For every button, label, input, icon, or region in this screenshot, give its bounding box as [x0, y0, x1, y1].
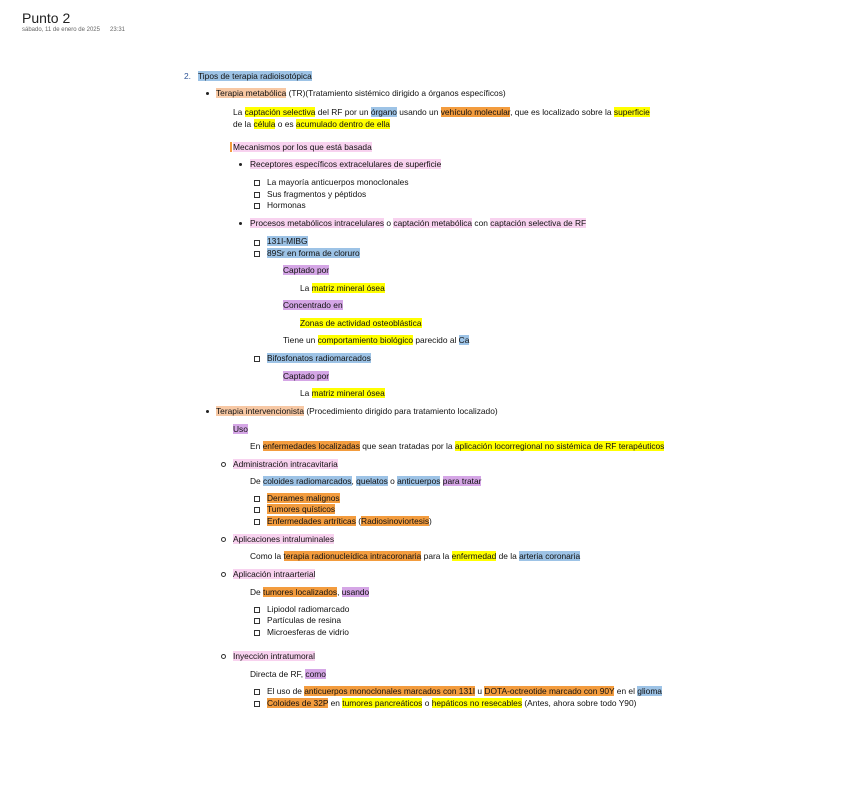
list-item: Microesferas de vidrio	[267, 627, 349, 637]
line-captado: Captado por	[283, 265, 330, 275]
line-terapia-intervencionista: Terapia intervencionista (Procedimiento …	[216, 406, 498, 416]
line-enfermedades: En enfermedades localizadas que sean tra…	[250, 441, 665, 451]
list-item: 131I-MIBG	[267, 236, 308, 246]
line-procesos: Procesos metabólicos intracelulares o ca…	[250, 218, 587, 228]
list-item: Enfermedades artríticas (Radiosinoviorte…	[267, 516, 432, 526]
checkbox-icon	[254, 689, 260, 695]
list-item: 89Sr en forma de cloruro	[267, 248, 360, 258]
line-coloides: De coloides radiomarcados, quelatos o an…	[250, 476, 482, 486]
bullet-dot	[239, 163, 242, 166]
line-uso: Uso	[233, 424, 248, 434]
line-matriz: La matriz mineral ósea	[300, 388, 385, 398]
bullet-circle	[221, 537, 226, 542]
section-heading: Tipos de terapia radioisotópica	[198, 71, 312, 81]
list-item: Tumores quísticos	[267, 504, 336, 514]
checkbox-icon	[254, 192, 260, 198]
line-captado: Captado por	[283, 371, 330, 381]
list-item: Partículas de resina	[267, 615, 342, 625]
page-time: 23:31	[110, 27, 126, 33]
checkbox-icon	[254, 618, 260, 624]
list-item: Bifosfonatos radiomarcados	[267, 353, 371, 363]
line-celula: de la célula o es acumulado dentro de el…	[233, 119, 390, 129]
checkbox-icon	[254, 701, 260, 707]
list-item: La mayoría anticuerpos monoclonales	[267, 177, 409, 187]
line-matriz: La matriz mineral ósea	[300, 283, 385, 293]
line-receptores: Receptores específicos extracelulares de…	[250, 159, 442, 169]
list-item: Sus fragmentos y péptidos	[267, 189, 367, 199]
bullet-dot	[206, 92, 209, 95]
line-terapia-metabolica: Terapia metabólica (TR)(Tratamiento sist…	[216, 88, 506, 98]
line-como: Como la terapia radionucleídica intracor…	[250, 551, 581, 561]
bullet-dot	[206, 410, 209, 413]
line-directa: Directa de RF, como	[250, 669, 326, 679]
line-mecanismos: Mecanismos por los que está basada	[233, 142, 372, 152]
line-comportamiento: Tiene un comportamiento biológico pareci…	[283, 335, 470, 345]
list-item: El uso de anticuerpos monoclonales marca…	[267, 686, 662, 696]
checkbox-icon	[254, 507, 260, 513]
checkbox-icon	[254, 607, 260, 613]
bullet-dot	[239, 222, 242, 225]
line-tumores: De tumores localizados, usando	[250, 587, 370, 597]
page-date: sábado, 11 de enero de 2025	[22, 27, 100, 33]
line-aplicaciones: Aplicaciones intraluminales	[233, 534, 335, 544]
checkbox-icon	[254, 496, 260, 502]
checkbox-icon	[254, 240, 260, 246]
list-item: Hormonas	[267, 200, 306, 210]
bullet-circle	[221, 572, 226, 577]
bullet-circle	[221, 654, 226, 659]
list-item: Coloides de 32P en tumores pancreáticos …	[267, 698, 637, 708]
checkbox-icon	[254, 251, 260, 257]
bullet-circle	[221, 462, 226, 467]
list-number: 2.	[184, 71, 191, 81]
checkbox-icon	[254, 630, 260, 636]
line-inyeccion: Inyección intratumoral	[233, 651, 315, 661]
checkbox-icon	[254, 180, 260, 186]
line-concentrado: Concentrado en	[283, 300, 343, 310]
line-intraarterial: Aplicación intraarterial	[233, 569, 316, 579]
line-administracion: Administración intracavitaria	[233, 459, 338, 469]
orange-marker	[230, 142, 232, 152]
list-item: Lipiodol radiomarcado	[267, 604, 350, 614]
checkbox-icon	[254, 356, 260, 362]
line-captacion: La captación selectiva del RF por un órg…	[233, 107, 650, 117]
list-item: Derrames malignos	[267, 493, 340, 503]
checkbox-icon	[254, 519, 260, 525]
checkbox-icon	[254, 203, 260, 209]
line-zonas: Zonas de actividad osteoblástica	[300, 318, 422, 328]
page-title: Punto 2	[22, 10, 71, 26]
